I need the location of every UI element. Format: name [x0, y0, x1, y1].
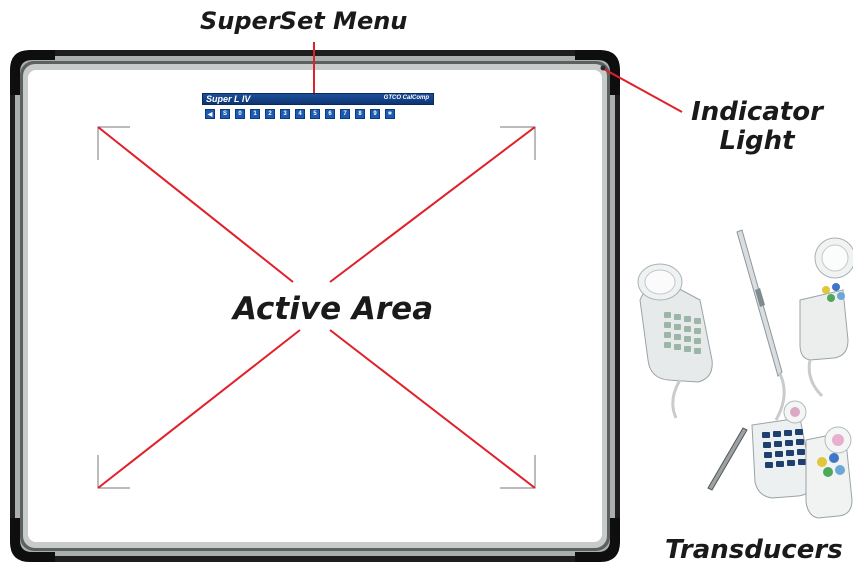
- transducer-puck-16-button: [637, 263, 713, 419]
- menu-key-0[interactable]: 0: [235, 109, 245, 119]
- corner-cap-top-left: [10, 50, 55, 95]
- superset-menu-keys: ◀ S 0 1 2 3 4 5 6 7 8 9 ⌗: [205, 109, 395, 120]
- menu-key-9[interactable]: 9: [370, 109, 380, 119]
- diagonal-line-tl: [97, 126, 294, 283]
- transducer-puck-4-button: [799, 237, 853, 398]
- transducer-stylus-corded: [736, 229, 786, 421]
- indicator-label-line-1: Indicator: [691, 97, 823, 127]
- indicator-callout-line: [601, 67, 683, 113]
- menu-key-2[interactable]: 2: [265, 109, 275, 119]
- menu-key-s[interactable]: S: [220, 109, 230, 119]
- superset-menu-title: Super L IV: [206, 94, 251, 104]
- diagonal-line-br: [329, 329, 536, 489]
- indicator-light-label: Indicator Light: [682, 98, 832, 155]
- diagonal-line-tr: [329, 126, 536, 283]
- tablet-surface: [28, 70, 602, 542]
- corner-cap-bottom-right: [575, 518, 620, 562]
- menu-key-8[interactable]: 8: [355, 109, 365, 119]
- active-area-label: Active Area: [233, 291, 434, 327]
- transducer-cordless-puck-4: [805, 426, 853, 519]
- menu-key-5[interactable]: 5: [310, 109, 320, 119]
- menu-key-grid[interactable]: ⌗: [385, 109, 395, 119]
- menu-key-4[interactable]: 4: [295, 109, 305, 119]
- indicator-light: [600, 65, 606, 71]
- corner-cap-bottom-left: [10, 518, 55, 562]
- transducers-label: Transducers: [665, 535, 843, 565]
- diagonal-line-bl: [97, 329, 301, 489]
- menu-key-3[interactable]: 3: [280, 109, 290, 119]
- menu-key-1[interactable]: 1: [250, 109, 260, 119]
- menu-key-back[interactable]: ◀: [205, 109, 215, 119]
- transducer-photos: [637, 229, 853, 519]
- corner-cap-top-right: [575, 50, 620, 95]
- transducer-cordless-puck-16: [751, 400, 813, 499]
- indicator-label-line-2: Light: [719, 125, 795, 156]
- menu-key-7[interactable]: 7: [340, 109, 350, 119]
- superset-menu: Super L IV GTCO CalComp ◀ S 0 1 2 3 4 5 …: [202, 93, 434, 127]
- superset-menu-titlebar: Super L IV GTCO CalComp: [202, 93, 434, 105]
- transducer-cordless-stylus: [707, 427, 748, 491]
- superset-menu-label: SuperSet Menu: [200, 7, 408, 35]
- menu-key-6[interactable]: 6: [325, 109, 335, 119]
- superset-menu-brand: GTCO CalComp: [383, 95, 429, 101]
